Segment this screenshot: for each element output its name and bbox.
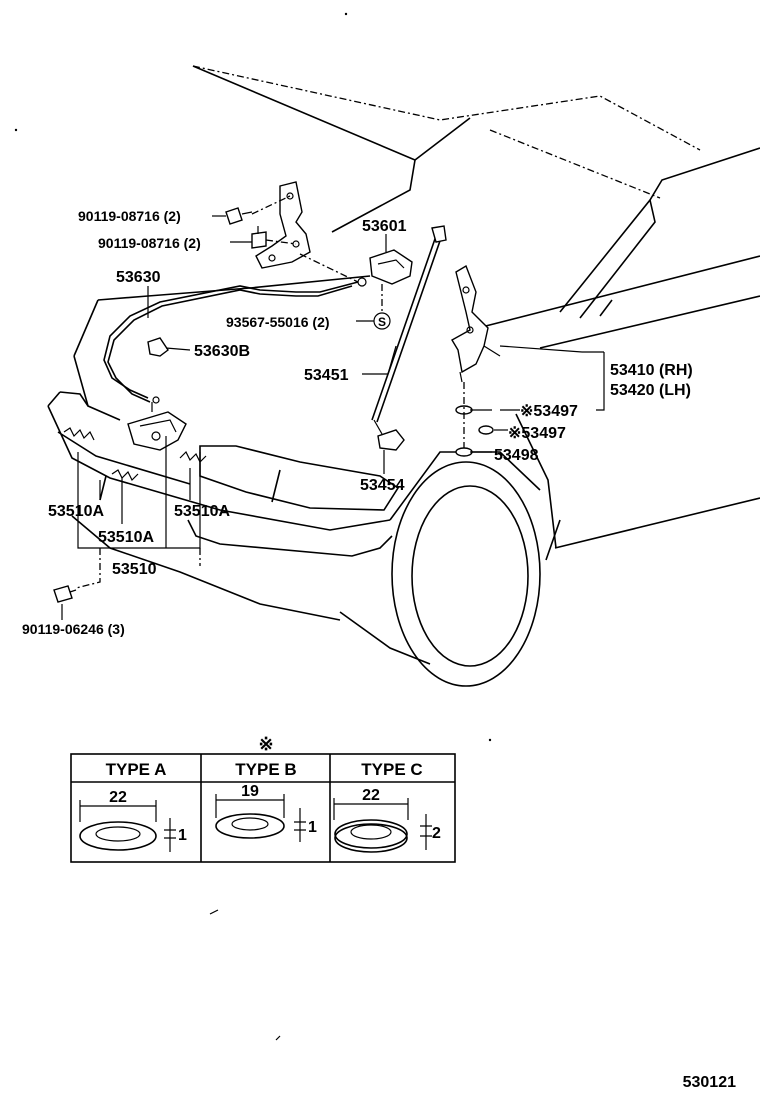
callout-spring-right: 53510A [174,503,230,520]
callout-spring-center: 53510A [98,529,154,546]
scan-specks [14,12,492,1041]
leader-lines [61,215,605,620]
washer-type-a-icon [79,821,157,851]
callout-washer-2: ※53497 [508,425,566,442]
callout-stay-rod: 53451 [304,367,349,384]
hood-lock-icon [127,396,187,451]
callout-washer-1: ※53497 [520,403,578,420]
type-a-diameter: 22 [109,789,127,806]
bolt-upper-icon [225,207,253,225]
stay-holder-icon [373,419,405,451]
cable-clamp-icon [147,337,169,357]
figure-number: 530121 [683,1074,736,1091]
type-c-diameter: 22 [362,787,380,804]
callout-lock-bolt: 90119-06246 (3) [22,621,125,637]
upper-bracket [255,181,311,269]
spring-center-icon [111,469,139,482]
washer-icon-2 [478,425,494,435]
callout-bolt-lower: 90119-08716 (2) [98,235,201,251]
washer-type-c-icon [334,819,408,849]
washer-icon-3 [455,447,473,457]
table-marker: ※ [258,734,273,754]
vehicle-outline [47,65,760,687]
type-a-header: TYPE A [106,760,167,779]
callout-support-hook: 53601 [362,218,407,235]
lock-bolt-icon [53,585,77,603]
clip-marker: S [373,312,391,330]
hood-stay-rod [371,225,447,423]
type-a-thickness: 1 [178,827,187,844]
clip-mark-text: S [378,315,386,329]
bolt-lower-leader-dash [265,239,297,245]
type-c-thickness: 2 [432,825,441,842]
spring-left-icon [63,427,95,441]
callout-clip: 93567-55016 (2) [226,314,330,330]
callout-bolt-upper: 90119-08716 (2) [78,208,181,224]
callout-stay-holder: 53454 [360,477,405,494]
callout-labels: 90119-08716 (2) 90119-08716 (2) 53630 53… [22,208,693,637]
bolt-upper-leader-dash [251,195,291,215]
support-hook-icon [369,249,413,312]
callout-spring-left: 53510A [48,503,104,520]
callout-clamp: 53630B [194,343,250,360]
callout-lock-assy: 53510 [112,561,157,578]
callout-hinge-lh: 53420 (LH) [610,382,691,399]
callout-cable: 53630 [116,269,161,286]
washer-type-b-icon [215,813,285,839]
washer-type-table: ※ TYPE A 22 1 TYPE B 19 1 TYPE C 22 [70,734,456,863]
type-b-thickness: 1 [308,819,317,836]
hood-hinge [451,264,501,383]
type-c-header: TYPE C [361,760,422,779]
bolt-lower-icon [251,226,267,249]
type-b-diameter: 19 [241,783,259,800]
type-b-header: TYPE B [235,760,296,779]
callout-hinge-rh: 53410 (RH) [610,362,693,379]
spring-right-icon [179,450,207,464]
callout-washer-3: 53498 [494,447,539,464]
